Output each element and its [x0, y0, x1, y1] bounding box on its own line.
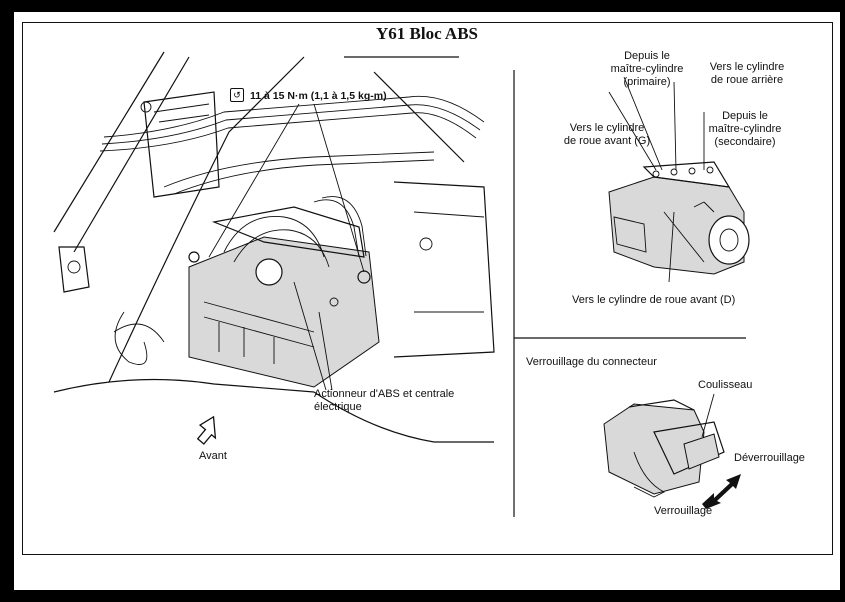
port-secondary-label: Depuis le maître-cylindre (secondaire) [708, 110, 782, 148]
port-rear-label: Vers le cylindre de roue arrière [709, 61, 785, 86]
actuator-label-line1: Actionneur d'ABS et centrale [314, 388, 455, 400]
diagram-drawing [53, 51, 750, 517]
actuator-label-line2: électrique [314, 401, 362, 413]
lock-label: Verrouillage [654, 505, 713, 517]
torque-wrench-icon: ↺ [230, 88, 244, 102]
connector-lock-illustration [603, 393, 741, 509]
torque-spec-label: 11 à 15 N·m (1,1 à 1,5 kg-m) [250, 90, 387, 102]
port-primary-label: Depuis le maître-cylindre (primaire) [610, 50, 684, 88]
diagram-sheet: Y61 Bloc ABS [14, 12, 840, 590]
unlock-label: Déverrouillage [734, 452, 805, 464]
port-front-right-label: Vers le cylindre de roue avant (D) [572, 294, 736, 306]
engine-bay-illustration [53, 51, 495, 445]
lock-unlock-arrow [702, 474, 741, 509]
connector-heading: Verrouillage du connecteur [526, 356, 657, 368]
diagram-frame [22, 22, 833, 555]
front-label: Avant [199, 450, 227, 462]
port-front-left-label: Vers le cylindre de roue avant (G) [563, 122, 651, 147]
front-arrow [196, 415, 217, 445]
slider-label: Coulisseau [698, 379, 753, 391]
abs-ports-illustration [608, 76, 750, 283]
page-title: Y61 Bloc ABS [375, 24, 479, 43]
